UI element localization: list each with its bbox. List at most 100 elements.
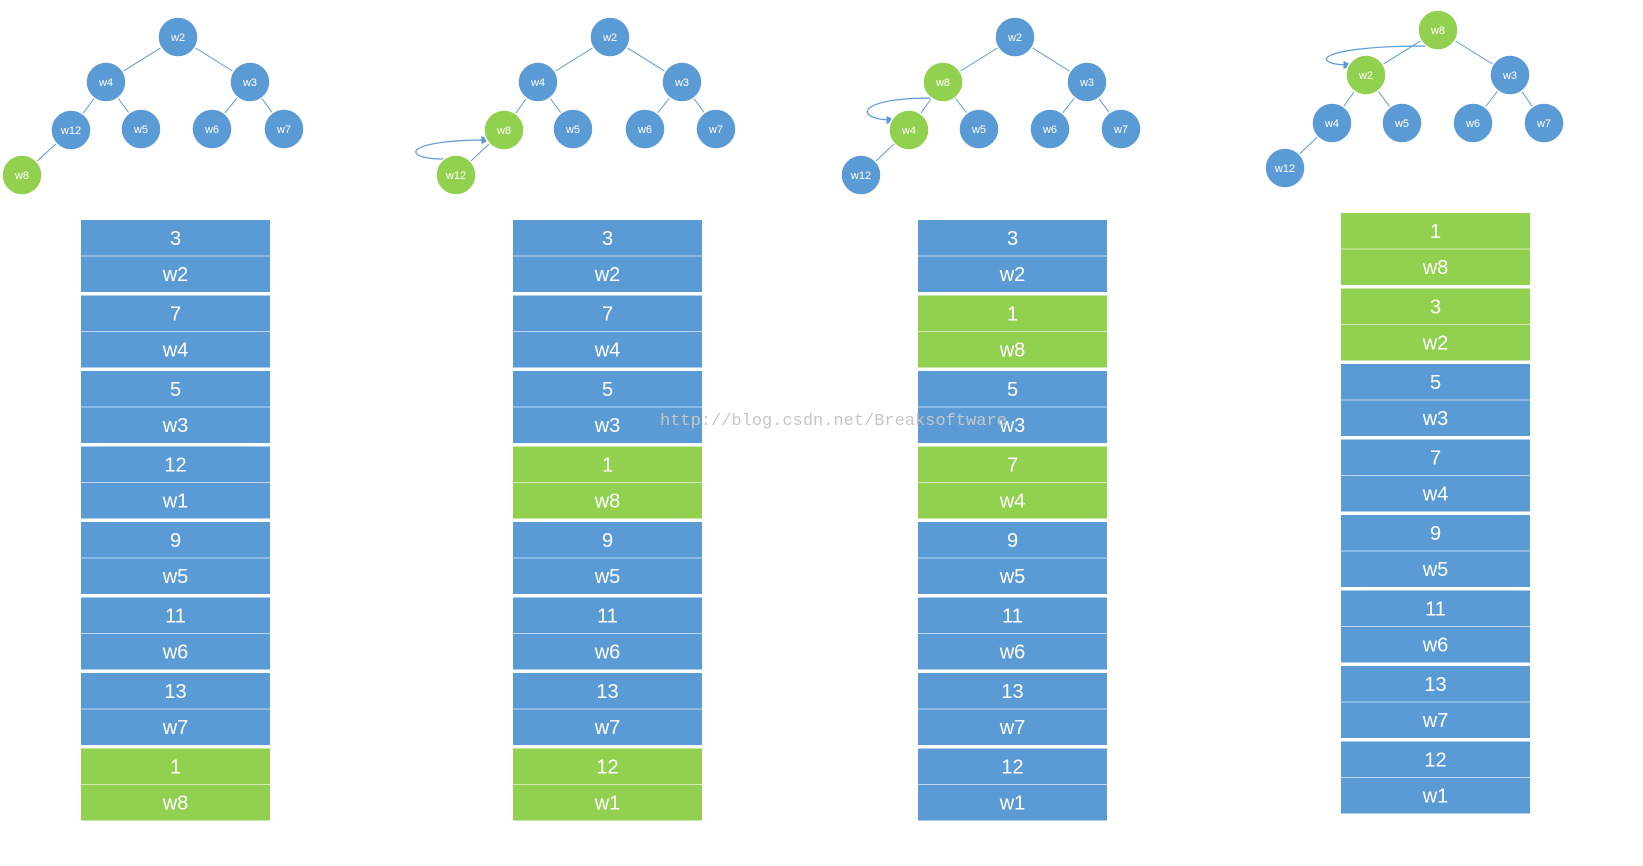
tree-node-label: w7: [1536, 118, 1551, 130]
table-entry: 9w5: [513, 522, 702, 594]
tree-node: w12: [50, 109, 92, 151]
entry-name: w7: [162, 717, 189, 739]
tree-node: w8: [1, 154, 43, 196]
tree-node-label: w6: [637, 124, 652, 136]
tree-node-circle: [1523, 102, 1565, 144]
entry-key-cell: [513, 371, 702, 407]
tree-node: w2: [157, 16, 199, 58]
entry-name: w1: [162, 491, 189, 513]
tree-node-label: w3: [674, 77, 689, 89]
tree-node-label: w7: [708, 124, 723, 136]
entry-key-cell: [513, 673, 702, 709]
entry-key: 1: [1007, 304, 1018, 326]
entry-name: w3: [162, 415, 189, 437]
tree-node-circle: [589, 16, 631, 58]
swap-arrow: [866, 97, 932, 125]
table-entry: 3w2: [513, 220, 702, 292]
tree-node-label: w8: [935, 77, 950, 89]
swap-arrow: [415, 135, 490, 160]
table-entry: 7w4: [918, 446, 1107, 519]
tree-node: w12: [1264, 147, 1306, 189]
entry-name-cell: [1341, 324, 1530, 361]
tree-node-circle: [1100, 108, 1142, 150]
table-entry: 5w3: [513, 371, 702, 443]
entry-name: w5: [594, 566, 621, 588]
entry-key: 9: [1430, 523, 1441, 545]
entry-key-cell: [1341, 213, 1530, 249]
tree-node: w4: [1311, 102, 1353, 144]
entry-name: w5: [999, 566, 1026, 588]
table-entry: 1w8: [81, 748, 270, 821]
entry-key-cell: [1341, 590, 1530, 627]
table-entry: 1 w8: [918, 295, 1107, 368]
entry-name: w8: [1422, 257, 1449, 279]
entry-key-cell: [918, 295, 1107, 332]
tree-node-label: w6: [1042, 124, 1057, 136]
entry-name-cell: [918, 256, 1107, 292]
table-entry: 3w2: [81, 220, 270, 292]
entry-key-cell: [918, 522, 1107, 558]
entry-key: 13: [1424, 674, 1446, 696]
tree-node: w8: [1417, 9, 1459, 51]
entry-name: w4: [999, 491, 1026, 513]
tree-node-label: w3: [242, 77, 257, 89]
entry-key-cell: [1341, 741, 1530, 778]
tree-node-circle: [1452, 102, 1494, 144]
tree-node: w4: [888, 109, 930, 151]
tree-node-circle: [263, 108, 305, 150]
entry-key: 5: [1007, 379, 1018, 401]
entry-name: w3: [999, 415, 1026, 437]
entry-name-cell: [513, 331, 702, 368]
entry-key: 9: [170, 530, 181, 552]
tree-node: w7: [1100, 108, 1142, 150]
entry-name: w2: [594, 264, 621, 286]
tree-node: w12: [435, 154, 477, 196]
entry-name-cell: [513, 784, 702, 821]
entry-name-cell: [1341, 626, 1530, 663]
tree-node-circle: [1311, 102, 1353, 144]
entry-name-cell: [1341, 551, 1530, 587]
tree-node-label: w5: [971, 124, 986, 136]
tree-node-label: w3: [1079, 77, 1094, 89]
table-entry: 7w4: [513, 295, 702, 368]
tree-node: w3: [229, 61, 271, 103]
entry-key-cell: [513, 220, 702, 256]
tree-node-label: w2: [1007, 32, 1022, 44]
watermark-text: http://blog.csdn.net/Breaksoftware: [660, 412, 1007, 431]
entry-key: 7: [602, 304, 613, 326]
tree-node: w5: [958, 108, 1000, 150]
table-entry: 5w3: [1341, 364, 1530, 436]
entry-key: 1: [1430, 221, 1441, 243]
entry-key-cell: [1341, 439, 1530, 476]
entry-key: 13: [1001, 681, 1023, 703]
tree-node-label: w5: [133, 124, 148, 136]
table-entry: 5 w3: [918, 371, 1107, 443]
entry-key: 3: [1430, 297, 1441, 319]
entry-name: w8: [999, 340, 1026, 362]
tree-node-circle: [994, 16, 1036, 58]
tree-node-label: w12: [445, 170, 466, 182]
tree-node: w7: [1523, 102, 1565, 144]
entry-name-cell: [1341, 249, 1530, 285]
tree-node-circle: [1, 154, 43, 196]
entry-name-cell: [81, 331, 270, 368]
entry-key-cell: [1341, 288, 1530, 325]
tree-node-label: w12: [1274, 163, 1295, 175]
entry-key-cell: [513, 597, 702, 634]
entry-name: w7: [999, 717, 1026, 739]
entry-name-cell: [918, 633, 1107, 670]
tree-node: w8: [483, 109, 525, 151]
entry-name: w8: [594, 491, 621, 513]
table-entry: 3w2: [918, 220, 1107, 292]
tree-node: w7: [695, 108, 737, 150]
entry-name-cell: [918, 784, 1107, 821]
tree-node-label: w6: [1465, 118, 1480, 130]
table-entry: 9w5: [918, 522, 1107, 594]
tree-node-circle: [624, 108, 666, 150]
tree-node: w12: [840, 154, 882, 196]
